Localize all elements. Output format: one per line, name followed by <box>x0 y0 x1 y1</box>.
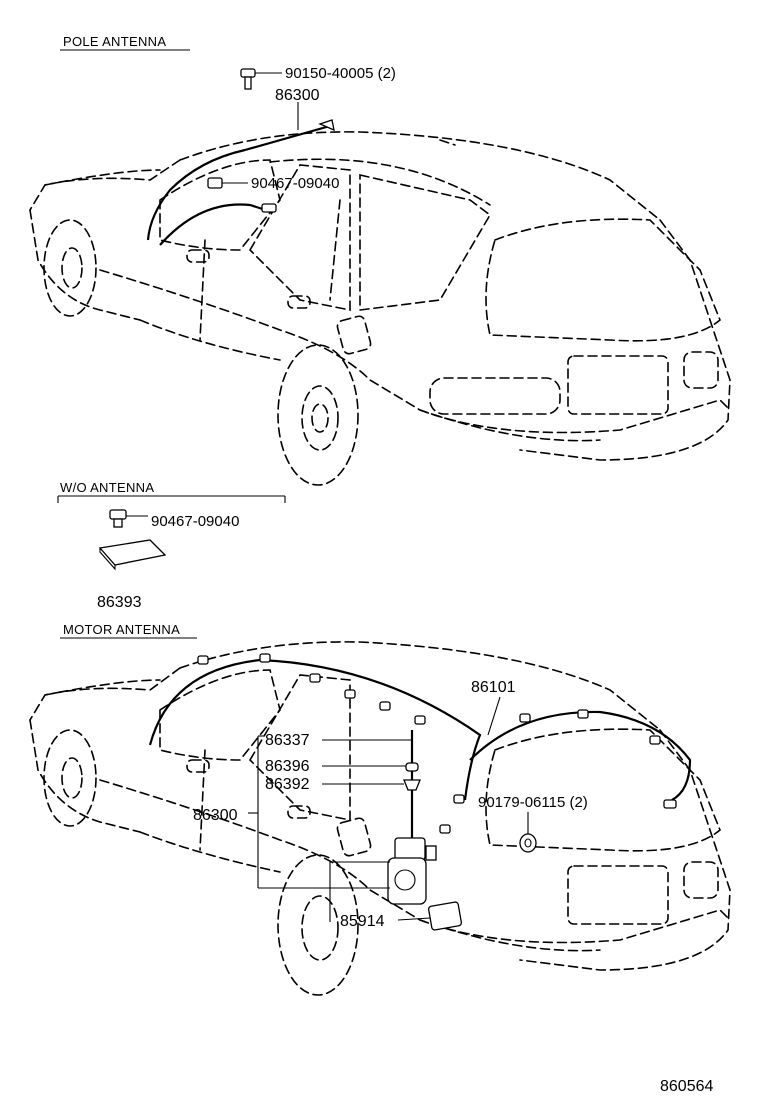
bottom-labels: 86101 86337 86396 86392 86300 85914 9017… <box>193 679 588 930</box>
wo-antenna-title: W/O ANTENNA <box>60 480 154 495</box>
label-86101: 86101 <box>471 679 516 696</box>
nut-86396-icon <box>405 762 419 772</box>
label-86393: 86393 <box>97 594 142 611</box>
gasket-86392-icon <box>403 779 421 791</box>
figure-id: 860564 <box>660 1078 713 1095</box>
section-header-wo-antenna: W/O ANTENNA <box>57 480 286 503</box>
section-header-pole-antenna: POLE ANTENNA <box>60 34 190 51</box>
car-illustration-top <box>29 131 731 486</box>
wo-antenna-parts: 90467-09040 86393 <box>97 509 239 611</box>
clip-90467-top-icon <box>207 177 223 189</box>
label-90467-top: 90467-09040 <box>251 175 339 192</box>
motor-antenna-assembly <box>148 653 692 931</box>
label-90179: 90179-06115 (2) <box>478 794 588 811</box>
grommet-90179-icon <box>519 833 537 853</box>
screw-90150-icon <box>240 68 256 90</box>
label-86396: 86396 <box>265 758 310 775</box>
motor-86300-icon <box>387 837 437 905</box>
pole-antenna-assembly <box>146 68 335 246</box>
label-86300-top: 86300 <box>275 87 320 104</box>
label-86300-bottom: 86300 <box>193 807 238 824</box>
label-90150: 90150-40005 (2) <box>285 65 396 82</box>
cable-clips <box>197 653 677 834</box>
label-90467-mid: 90467-09040 <box>151 513 239 530</box>
top-labels: 90150-40005 (2) 86300 90467-09040 <box>222 65 396 192</box>
cover-86393-icon <box>98 539 167 571</box>
label-85914: 85914 <box>340 913 385 930</box>
section-header-motor-antenna: MOTOR ANTENNA <box>60 622 197 639</box>
pole-antenna-title: POLE ANTENNA <box>63 34 166 49</box>
motor-antenna-title: MOTOR ANTENNA <box>63 622 180 637</box>
relay-85914-icon <box>427 901 463 931</box>
car-illustration-bottom <box>29 641 731 996</box>
label-86392: 86392 <box>265 776 310 793</box>
label-86337: 86337 <box>265 732 310 749</box>
clip-90467-mid-icon <box>109 509 127 528</box>
